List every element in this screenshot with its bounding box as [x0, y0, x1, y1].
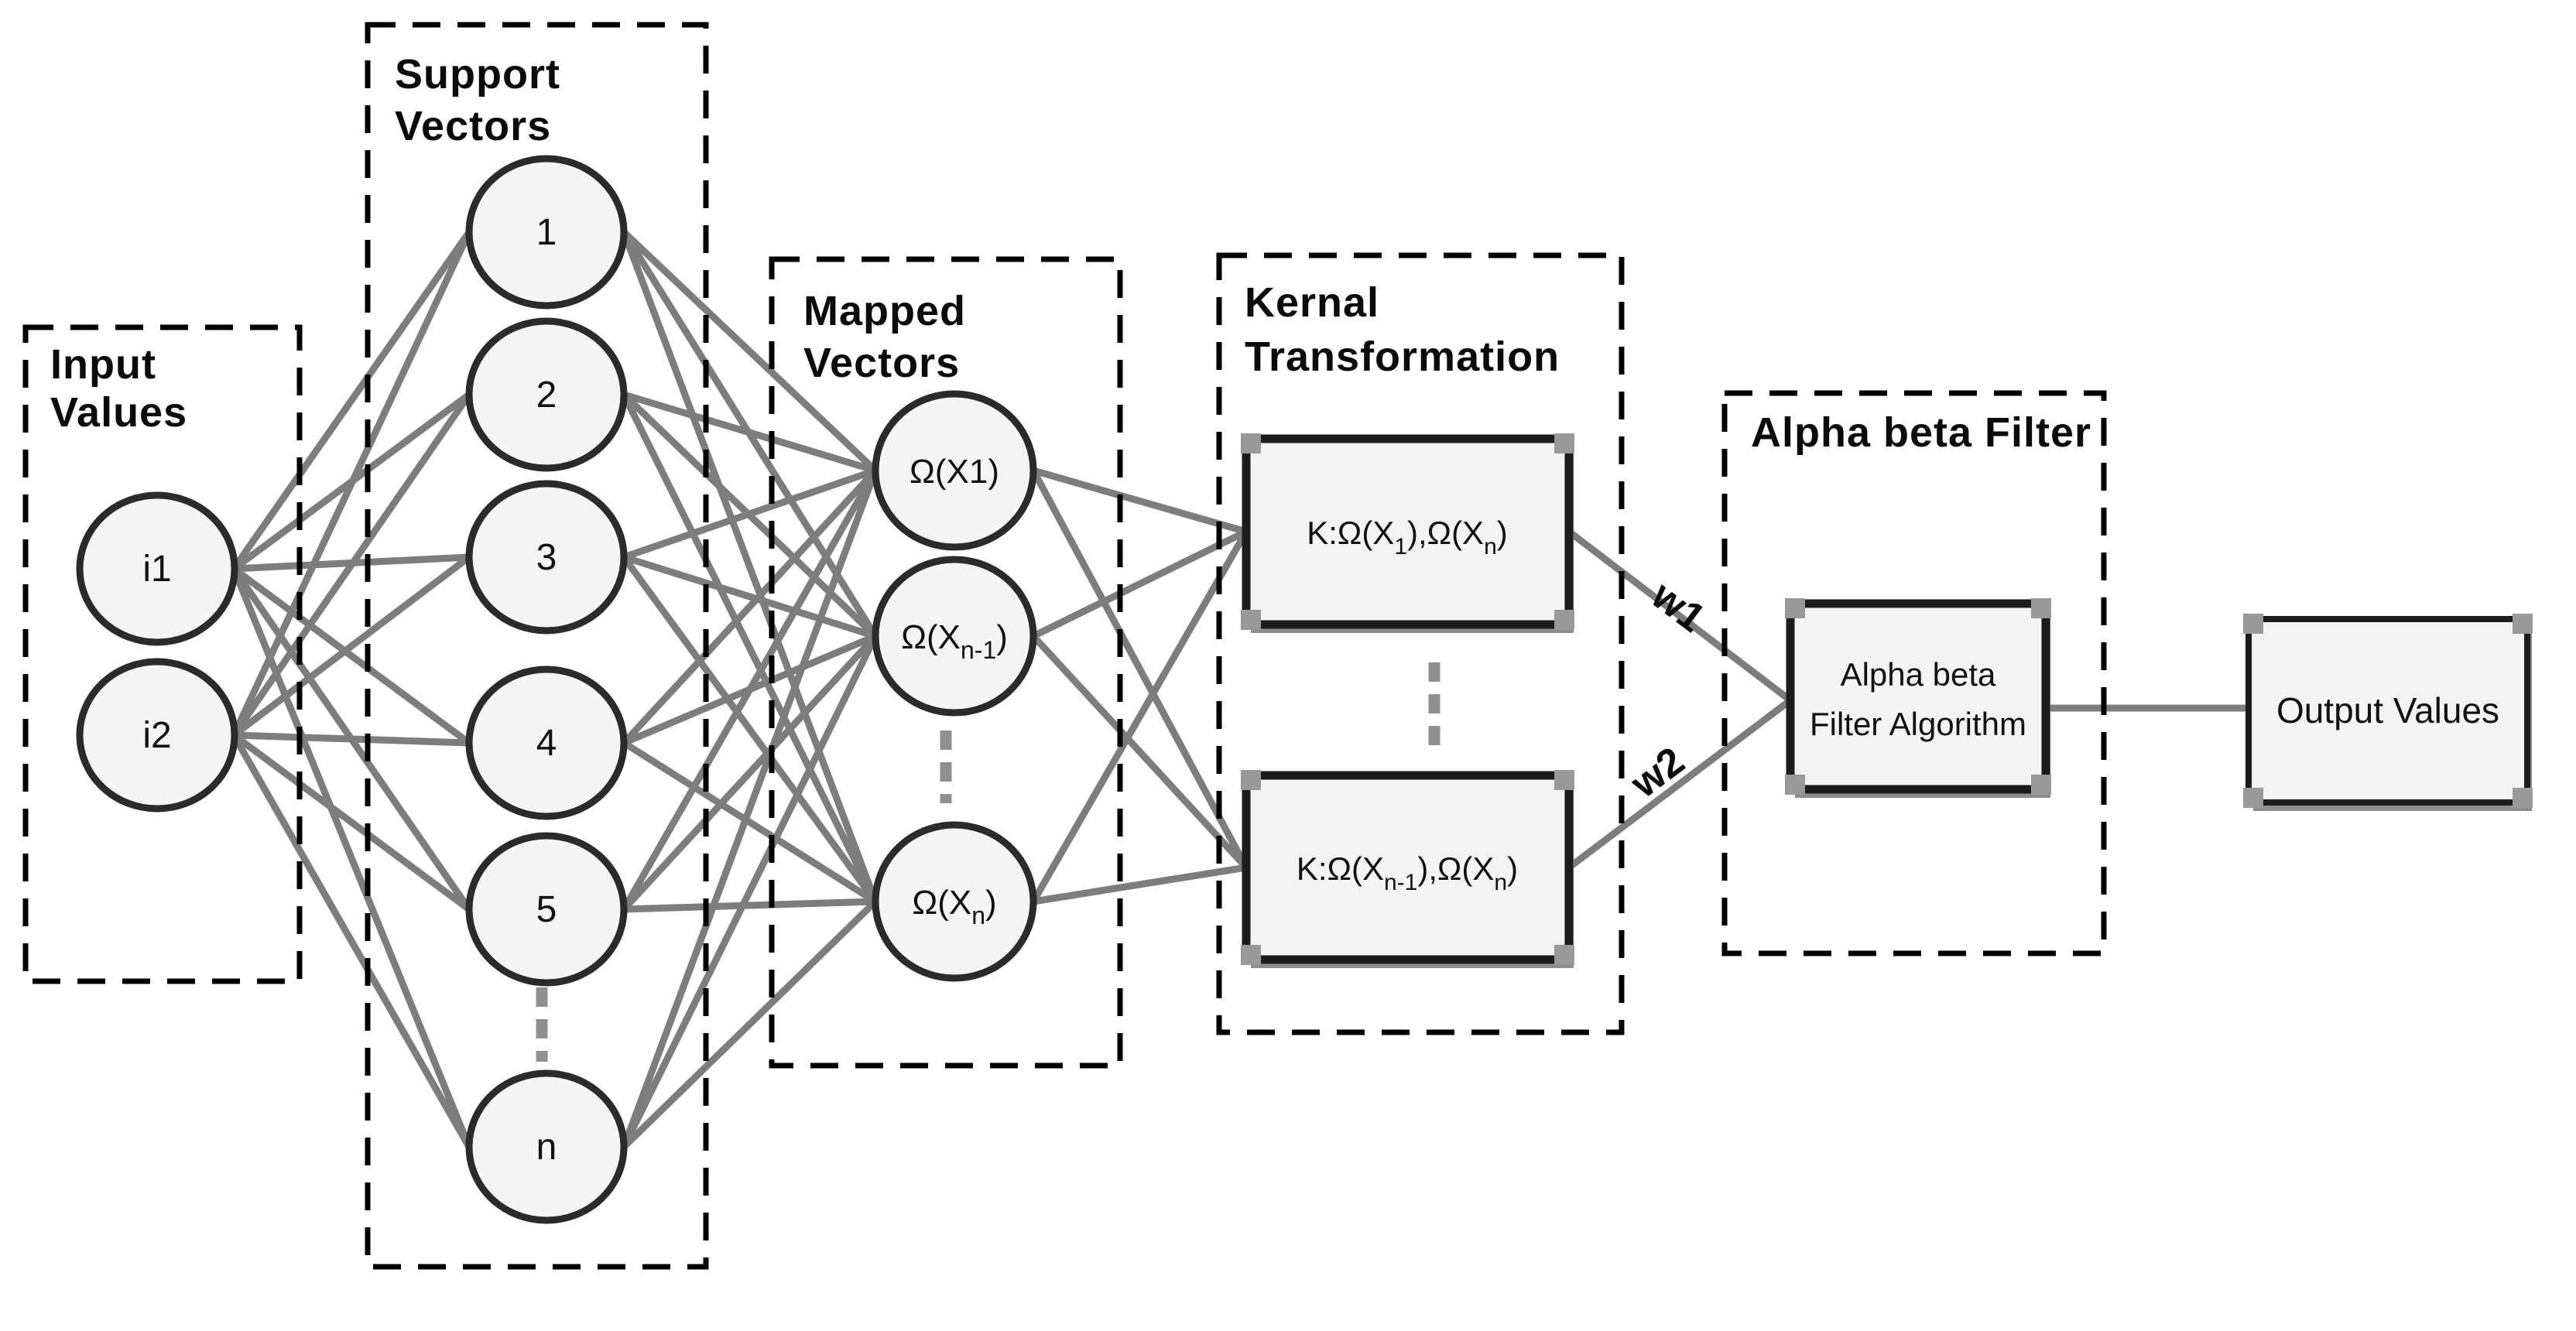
connection-line: [620, 635, 879, 1148]
connection-line: [620, 392, 879, 904]
input-node-i1: [76, 491, 238, 646]
connection-line: [622, 553, 877, 640]
kernel-transformation-box: [1216, 252, 1625, 1035]
corner-mark: [1241, 433, 1261, 453]
support-node-1: [465, 155, 628, 310]
support-vectors-title-line2: Vectors: [395, 103, 551, 149]
support-node-1-label: 1: [536, 212, 557, 253]
mapped-node-x1-label: Ω(X1): [909, 453, 999, 491]
connection-line: [622, 740, 878, 905]
support-node-2: [465, 317, 628, 472]
corner-mark: [1554, 945, 1574, 965]
kernel-rect-2: [1242, 771, 1574, 964]
mapped-node-xn-label: Ω(Xn): [912, 884, 996, 929]
mapped-node-x1: [872, 390, 1037, 551]
input-node-i1-label: i1: [142, 549, 171, 590]
output-values-rect: [2245, 616, 2530, 806]
support-node-3-label: 3: [536, 537, 557, 578]
connection-line: [1032, 528, 1248, 640]
support-vectors-box: [365, 22, 709, 1270]
corner-mark: [2031, 598, 2051, 618]
input-values-title-line1: Input: [50, 341, 156, 388]
connection-line: [1567, 697, 1793, 871]
alpha-beta-filter-title: Alpha beta Filter: [1751, 409, 2091, 456]
alpha-filter-rect-label-line1: Alpha beta: [1841, 656, 1996, 693]
corner-mark: [2243, 788, 2263, 808]
kernel-rect-1: [1242, 434, 1574, 629]
corner-mark: [1241, 945, 1261, 965]
mapped-node-xn: [872, 821, 1037, 982]
corner-mark: [1785, 598, 1805, 618]
input-values-box: [22, 324, 303, 984]
kernel-transformation-title-line2: Transformation: [1245, 334, 1560, 380]
corner-mark: [1554, 610, 1574, 630]
connection-line: [231, 554, 471, 738]
edges-layer: [230, 229, 2249, 1150]
support-node-2-label: 2: [536, 375, 557, 416]
input-values-title-line2: Values: [50, 389, 187, 436]
connection-line: [621, 468, 879, 912]
connection-line: [230, 567, 473, 1148]
kernel-transformation-title-line1: Kernal: [1245, 279, 1379, 326]
alpha-filter-rect: [1786, 599, 2050, 794]
connection-line: [621, 633, 879, 912]
kernel-rect-2-label: K:Ω(Xn-1),Ω(Xn): [1297, 850, 1518, 895]
connection-line: [233, 731, 470, 747]
connection-line: [1567, 529, 1793, 703]
corner-mark: [2243, 614, 2263, 634]
rect-corners-layer: [1241, 433, 2533, 965]
connection-line: [231, 566, 471, 746]
corner-mark: [2513, 614, 2533, 634]
support-node-4-label: 4: [536, 723, 557, 764]
support-node-5-label: 5: [536, 889, 557, 930]
connection-line: [620, 469, 879, 1148]
alpha-beta-filter-box: [1721, 390, 2107, 956]
corner-mark: [1785, 775, 1805, 795]
kernel-rect-1-label: K:Ω(X1),Ω(Xn): [1307, 515, 1508, 559]
output-values-label: Output Values: [2276, 690, 2499, 731]
connection-line: [621, 229, 879, 474]
connection-line: [1030, 468, 1249, 870]
connection-line: [620, 231, 879, 903]
input-node-i2: [76, 658, 238, 813]
connection-line: [621, 555, 879, 904]
mapped-vectors-title-line2: Vectors: [803, 340, 960, 386]
connection-line: [231, 732, 471, 912]
support-node-5: [465, 832, 628, 987]
connection-line: [622, 391, 877, 474]
support-node-n: [465, 1069, 628, 1224]
connection-line: [230, 231, 473, 737]
connection-line: [1030, 529, 1249, 904]
support-vectors-title-line1: Support: [395, 51, 560, 98]
connection-line: [1032, 467, 1248, 535]
mapped-node-xn1-label: Ω(Xn-1): [901, 618, 1008, 664]
connection-line: [231, 392, 472, 737]
connection-line: [623, 898, 876, 913]
support-node-4: [465, 666, 628, 820]
corner-mark: [2513, 788, 2533, 808]
mapped-vectors-box: [769, 256, 1123, 1069]
mapped-vectors-title-line1: Mapped: [803, 288, 966, 334]
support-node-n-label: n: [536, 1127, 557, 1168]
input-node-i2-label: i2: [142, 715, 171, 756]
corner-mark: [1241, 770, 1261, 790]
weight-w2-label: w2: [1622, 738, 1693, 807]
corner-mark: [1241, 610, 1261, 630]
connection-line: [1030, 633, 1249, 871]
connection-line: [621, 467, 879, 746]
alpha-filter-rect-label-line2: Filter Algorithm: [1810, 706, 2026, 742]
connection-line: [231, 733, 472, 1149]
mapped-node-xn1: [872, 556, 1037, 717]
connection-line: [231, 230, 472, 571]
connection-line: [1033, 864, 1247, 905]
connection-line: [621, 898, 879, 1150]
corner-mark: [2031, 775, 2051, 795]
support-node-3: [465, 480, 628, 635]
corner-mark: [1554, 433, 1574, 453]
connection-line: [622, 467, 877, 561]
corner-mark: [1554, 770, 1574, 790]
